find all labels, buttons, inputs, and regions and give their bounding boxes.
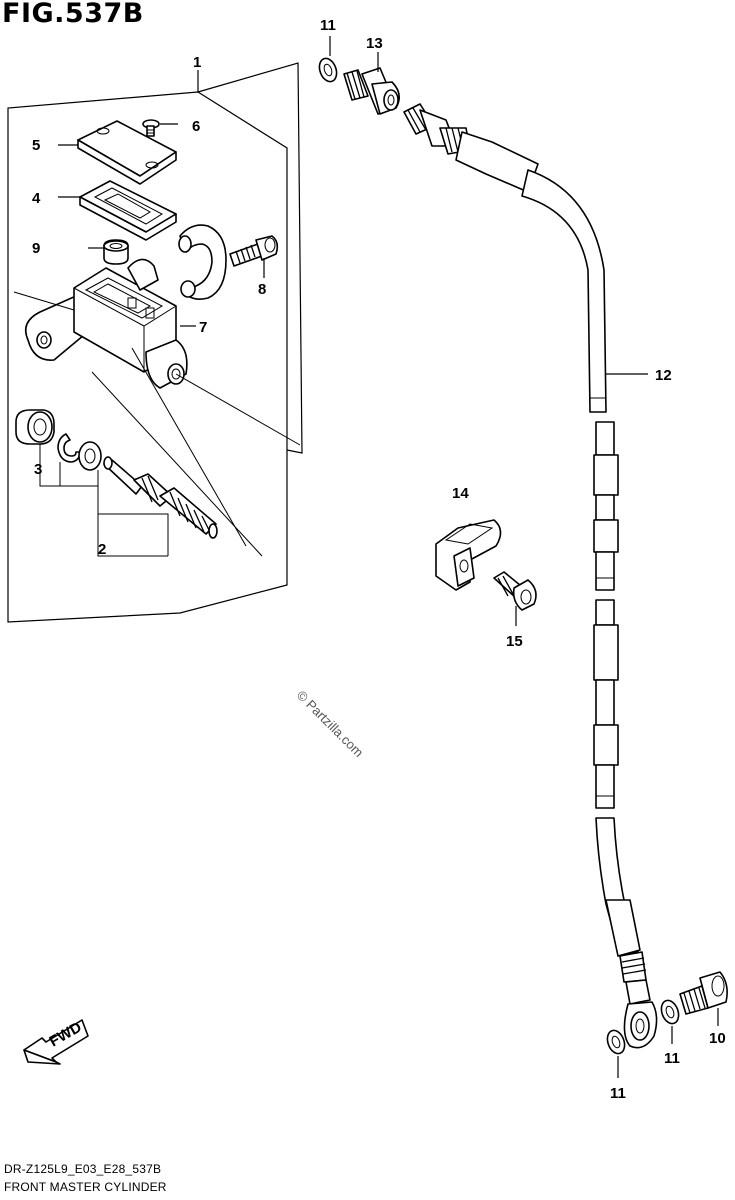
callout-7: 7 [199,319,207,336]
piston-cup [15,409,55,445]
callout-15: 15 [506,633,523,650]
hose-clamp [435,519,502,591]
figure-title: FIG.537B [2,0,144,29]
piston-assembly [103,456,218,539]
callout-5: 5 [32,137,40,154]
master-cylinder-body [24,258,196,389]
clamp-bolt [229,235,279,278]
callout-13: 13 [366,35,383,52]
callout-11-top: 11 [320,17,336,34]
union-bolt-lower [679,971,728,1026]
callout-1: 1 [193,54,201,71]
figure-caption: FRONT MASTER CYLINDER [4,1180,167,1194]
reservoir-cap [58,120,177,185]
callout-14: 14 [452,485,469,502]
callout-2: 2 [98,541,106,558]
washer-top [318,36,338,83]
callout-12: 12 [655,367,672,384]
washer-lower-right [660,999,680,1044]
callout-9: 9 [32,240,40,257]
union-fitting [343,52,400,115]
callout-4: 4 [32,190,41,207]
handlebar-clamp [178,224,227,300]
rubber-boot [88,239,129,265]
callout-6: 6 [192,118,200,135]
callout-10: 10 [709,1030,726,1047]
guide-lines [13,291,301,557]
callout-11-bottom: 11 [610,1085,626,1102]
snap-ring [57,433,81,463]
washer-piston [78,441,102,471]
callout-3: 3 [34,461,42,478]
hose-upper-fitting [403,103,471,155]
assembly-bracket-box [7,62,303,623]
callout-11-right: 11 [664,1050,680,1067]
diaphragm-plate [58,180,177,241]
cap-screw [142,119,178,137]
model-code: DR-Z125L9_E03_E28_537B [4,1162,162,1176]
brake-hose [455,131,658,1049]
watermark: © Partzilla.com [294,688,367,761]
washer-lower-left [606,1029,626,1078]
clamp-bolt-lower [493,571,537,626]
fwd-arrow-icon [23,1019,89,1065]
callout-8: 8 [258,281,266,298]
callout-brackets [39,444,169,557]
